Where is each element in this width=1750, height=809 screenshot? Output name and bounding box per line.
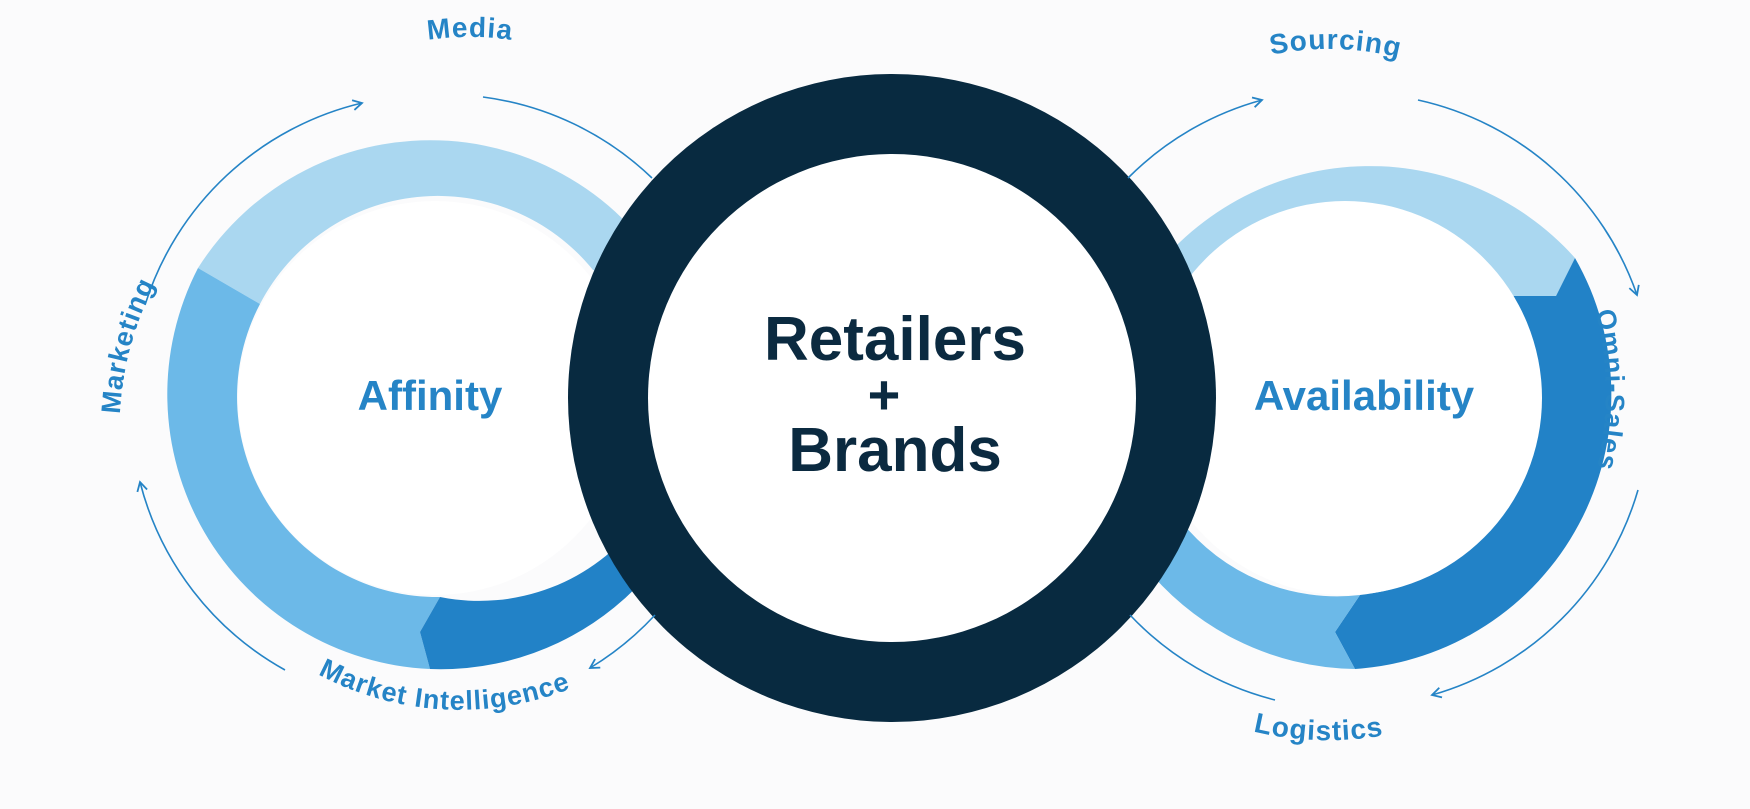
arrow-market-intelligence-tail bbox=[588, 614, 656, 669]
affinity-cycle-arrows bbox=[136, 96, 656, 671]
arrow-to-sourcing bbox=[1127, 96, 1264, 179]
arrow-omni-sales-to-logistics bbox=[1430, 489, 1639, 699]
label-logistics: Logistics bbox=[1252, 707, 1385, 746]
affinity-ring-deep-segment bbox=[420, 520, 660, 670]
arrow-logistics-tail bbox=[1129, 614, 1276, 701]
arrow-media-to-market-intelligence bbox=[482, 96, 653, 179]
label-sourcing: Sourcing bbox=[1267, 24, 1405, 64]
availability-title: Availability bbox=[1254, 372, 1475, 419]
center-ring-inner bbox=[648, 154, 1136, 642]
affinity-ring bbox=[167, 140, 680, 670]
availability-ring-deep-segment bbox=[1335, 258, 1612, 669]
arrow-sourcing-to-omni-sales bbox=[1417, 99, 1640, 297]
label-marketing: Marketing bbox=[96, 273, 161, 415]
center-label-line3: Brands bbox=[788, 416, 1002, 485]
availability-ring-mid-segment bbox=[1140, 520, 1360, 669]
affinity-ring-mid-segment bbox=[167, 268, 441, 669]
label-media: Media bbox=[425, 12, 515, 46]
availability-ring-light-segment bbox=[1140, 166, 1575, 300]
center-label-plus: + bbox=[868, 363, 901, 426]
availability-ring-inner bbox=[1148, 201, 1542, 595]
affinity-ring-light-segment bbox=[198, 140, 680, 304]
center-label-line1: Retailers bbox=[764, 305, 1026, 374]
affinity-title: Affinity bbox=[358, 372, 503, 419]
affinity-ring-inner bbox=[238, 201, 632, 595]
center-ring bbox=[568, 74, 1216, 722]
availability-cycle-arrows bbox=[1127, 96, 1640, 701]
availability-ring bbox=[1140, 166, 1612, 669]
arrow-marketing-to-media bbox=[144, 99, 364, 306]
arrow-market-intelligence-to-marketing bbox=[136, 480, 286, 671]
